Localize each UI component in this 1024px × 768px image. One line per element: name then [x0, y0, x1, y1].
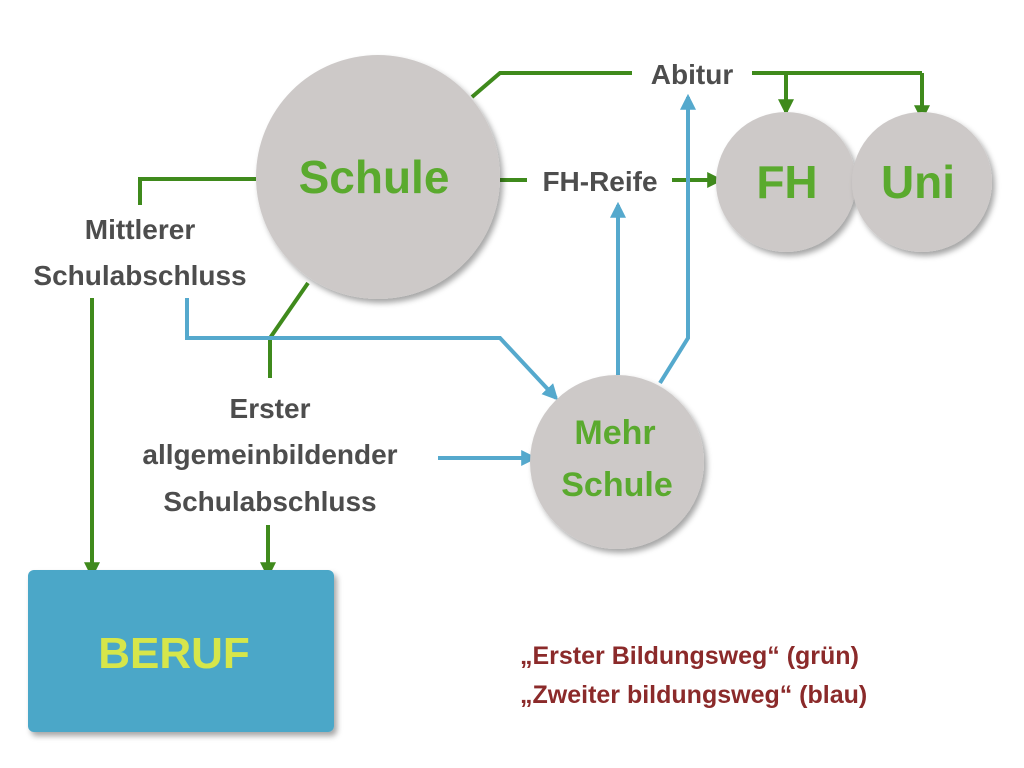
mittlerer-label-line1: Mittlerer	[85, 214, 196, 245]
uni-node	[852, 112, 992, 252]
beruf-box	[28, 570, 334, 732]
mittlerer-label-line2: Schulabschluss	[33, 260, 246, 291]
beruf-label: BERUF	[98, 629, 250, 678]
fh-label: FH	[756, 156, 817, 208]
blue-arrow-mittlerer-mehrschule	[185, 298, 559, 401]
legend-first-path: „Erster Bildungsweg“ (grün)	[520, 642, 859, 670]
fh-reife-label: FH-Reife	[542, 166, 657, 197]
legend-second-path: „Zweiter bildungsweg“ (blau)	[520, 681, 867, 709]
mehr-schule-label-line1: Mehr	[574, 414, 655, 452]
mehr-schule-label-line2: Schule	[561, 466, 672, 504]
uni-label: Uni	[881, 156, 955, 208]
fh-node	[716, 112, 856, 252]
green-path-schule-abitur	[470, 71, 632, 99]
erster-label-line1: Erster	[230, 393, 311, 424]
green-path-schule-mittlerer	[138, 177, 256, 205]
blue-arrow-mehrschule-abitur	[658, 93, 696, 385]
green-path-schule-erster	[268, 281, 310, 378]
abitur-label: Abitur	[651, 59, 734, 90]
erster-label-line3: Schulabschluss	[163, 486, 376, 517]
schule-node	[256, 55, 500, 299]
mehr-schule-node	[530, 375, 704, 549]
schule-label: Schule	[299, 151, 450, 203]
erster-label-line2: allgemeinbildender	[142, 439, 397, 470]
